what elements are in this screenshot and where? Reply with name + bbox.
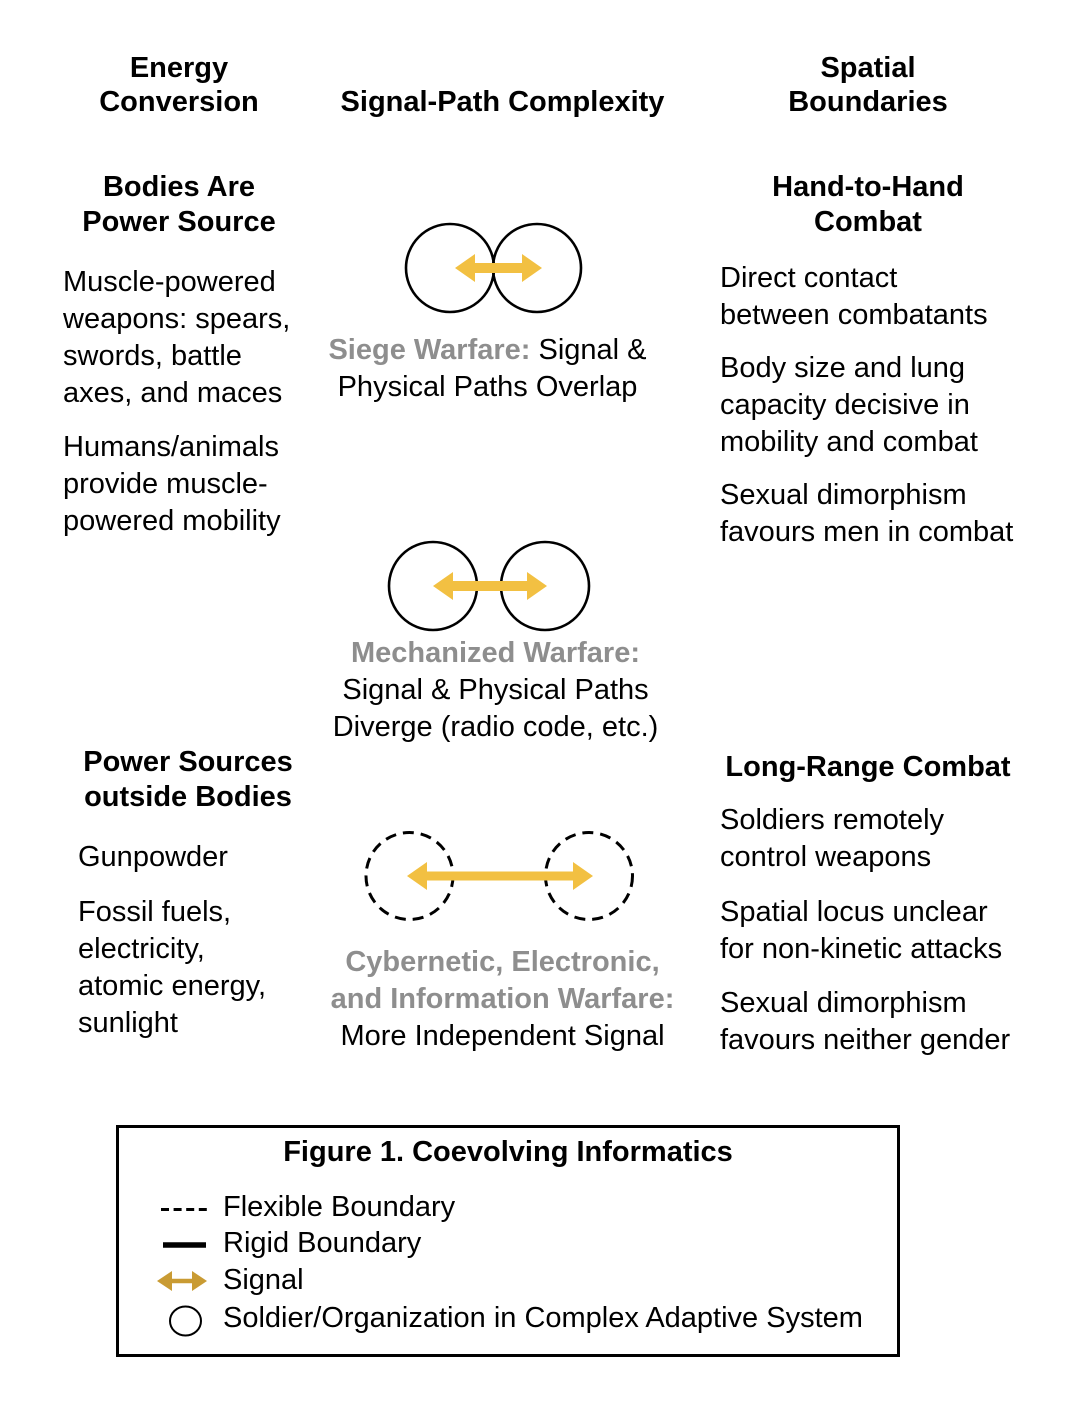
paragraph-body-size: Body size and lung capacity decisive in … — [720, 352, 978, 458]
flexible-boundary-dashed-line-icon — [161, 1208, 207, 1211]
column-header-energy-conversion: Energy Conversion — [99, 52, 259, 118]
column-header-spatial-boundaries: Spatial Boundaries — [788, 52, 948, 118]
signal-double-arrow-icon — [157, 1271, 207, 1291]
caption-siege-warfare: Siege Warfare: Signal & Physical Paths O… — [295, 332, 680, 406]
caption-cybernetic-warfare-text: More Independent Signal — [340, 1020, 665, 1052]
signal-arrow-icon — [433, 572, 547, 600]
heading-long-range-combat: Long-Range Combat — [725, 751, 1011, 783]
paragraph-soldiers-remotely: Soldiers remotely control weapons — [720, 804, 945, 873]
signal-arrow-icon — [407, 862, 593, 890]
paragraph-sexual-dimorphism-men: Sexual dimorphism favours men in combat — [720, 479, 1014, 548]
legend-box — [116, 1125, 900, 1357]
paragraph-fossil-fuels: Fossil fuels, electricity, atomic energy… — [78, 896, 267, 1039]
paragraph-gunpowder: Gunpowder — [78, 841, 228, 873]
caption-siege-warfare-text: Signal & Physical Paths Overlap — [337, 334, 647, 403]
siege-warfare-overlapping-circles-icon — [404, 222, 583, 314]
signal-arrow-icon — [455, 254, 542, 282]
legend-title: Figure 1. Coevolving Informatics — [283, 1136, 733, 1168]
heading-bodies-are-power-source: Bodies Are Power Source — [82, 171, 276, 238]
mechanized-warfare-adjacent-circles-icon — [387, 540, 591, 632]
legend-label-signal: Signal — [223, 1264, 304, 1296]
cybernetic-warfare-dashed-circles-icon — [364, 831, 634, 921]
caption-cybernetic-warfare: Cybernetic, Electronic, and Information … — [310, 944, 695, 1055]
paragraph-sexual-dimorphism-neither: Sexual dimorphism favours neither gender — [720, 987, 1011, 1056]
paragraph-muscle-powered-weapons: Muscle-powered weapons: spears, swords, … — [63, 266, 291, 409]
column-header-signal-path-complexity: Signal-Path Complexity — [340, 86, 665, 118]
heading-hand-to-hand-combat: Hand-to-Hand Combat — [772, 171, 964, 238]
legend-label-rigid-boundary: Rigid Boundary — [223, 1227, 422, 1259]
legend-label-flexible-boundary: Flexible Boundary — [223, 1191, 456, 1223]
rigid-boundary-solid-line-icon — [163, 1242, 206, 1248]
heading-power-sources-outside-bodies: Power Sources outside Bodies — [83, 746, 293, 813]
caption-cybernetic-warfare-label: Cybernetic, Electronic, and Information … — [330, 946, 675, 1015]
caption-mechanized-warfare-label: Mechanized Warfare: — [351, 637, 640, 669]
caption-siege-warfare-label: Siege Warfare: — [328, 334, 531, 366]
paragraph-spatial-locus: Spatial locus unclear for non-kinetic at… — [720, 896, 1003, 965]
paragraph-direct-contact: Direct contact between combatants — [720, 262, 988, 331]
soldier-circle-outline-icon — [169, 1305, 202, 1337]
caption-mechanized-warfare: Mechanized Warfare: Signal & Physical Pa… — [303, 635, 688, 746]
legend-label-soldier-organization: Soldier/Organization in Complex Adaptive… — [223, 1302, 863, 1334]
caption-mechanized-warfare-text: Signal & Physical Paths Diverge (radio c… — [332, 674, 659, 743]
paragraph-humans-animals: Humans/animals provide muscle- powered m… — [63, 431, 281, 537]
